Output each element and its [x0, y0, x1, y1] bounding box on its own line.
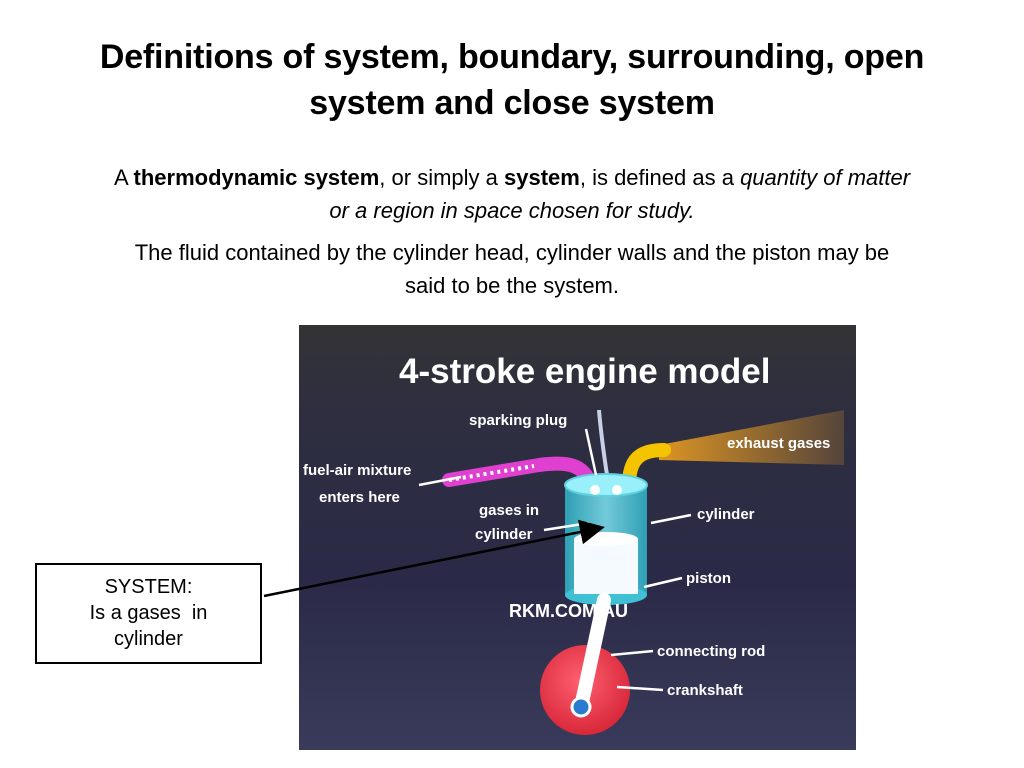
title-line-1: Definitions of system, boundary, surroun… [99, 38, 925, 76]
arrow-cylinder [650, 513, 692, 525]
spark-plug-wire [597, 409, 609, 476]
figure-title: 4-stroke engine model [399, 352, 770, 391]
definition-mid-1: , or simply a [379, 165, 504, 190]
label-gases-1: gases in [479, 502, 539, 519]
label-exhaust-gases: exhaust gases [727, 435, 830, 452]
definition-paragraph: A thermodynamic system, or simply a syst… [40, 161, 984, 227]
definition-a: A [113, 165, 134, 190]
intake-valve [590, 485, 600, 495]
crank-pin [570, 696, 592, 718]
arrow-crankshaft [616, 685, 664, 692]
engine-illustration: 4-stroke engine model sparking plug exha… [299, 325, 856, 750]
definition-emphasis-2: or a region in space chosen for study. [329, 198, 695, 223]
label-gases-2: cylinder [475, 526, 533, 543]
connecting-rod [574, 593, 611, 714]
system-callout: SYSTEM: Is a gases in cylinder [35, 563, 262, 664]
callout-line-1: SYSTEM: [104, 576, 193, 598]
definition-emphasis-1: quantity of matter [740, 165, 911, 190]
label-fuel-air-2: enters here [319, 489, 400, 506]
label-cylinder: cylinder [697, 506, 755, 523]
arrow-fuel [418, 475, 462, 487]
term-thermodynamic-system: thermodynamic system [133, 165, 380, 190]
callout-line-2: Is a gases in [89, 602, 208, 624]
term-system: system [504, 165, 580, 190]
label-watermark: RKM.COM.AU [509, 601, 628, 621]
label-fuel-air-1: fuel-air mixture [303, 462, 411, 479]
arrow-piston [643, 576, 683, 589]
label-crankshaft: crankshaft [667, 682, 743, 699]
piston-top [574, 532, 638, 546]
exhaust-valve [612, 485, 622, 495]
definition-mid-2: , is defined as a [579, 165, 741, 190]
engine-figure: 4-stroke engine model sparking plug exha… [299, 325, 856, 750]
title-line-2: system and close system [309, 84, 715, 122]
example-line-1: The fluid contained by the cylinder head… [134, 240, 890, 265]
slide-title: Definitions of system, boundary, surroun… [40, 34, 984, 126]
label-sparking-plug: sparking plug [469, 412, 567, 429]
exhaust-plume [659, 410, 844, 465]
example-line-2: said to be the system. [405, 273, 619, 298]
arrow-spark-plug [584, 428, 598, 476]
piston-body [574, 539, 638, 594]
example-paragraph: The fluid contained by the cylinder head… [40, 236, 984, 302]
label-connecting-rod: connecting rod [657, 643, 765, 660]
arrow-connecting-rod [610, 649, 654, 657]
cylinder-top [564, 473, 648, 497]
label-piston: piston [686, 570, 731, 587]
callout-line-3: cylinder [114, 628, 183, 650]
intake-pipe-stripes [448, 464, 535, 482]
